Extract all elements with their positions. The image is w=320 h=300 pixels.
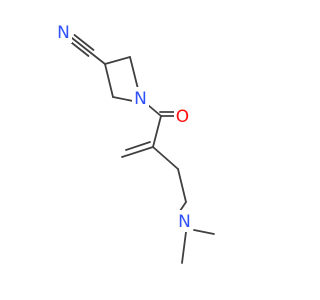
atom-label-nitrile-n: N (57, 23, 70, 43)
structure-canvas: N N O N (55, 21, 215, 264)
alkene-double-bond-1 (121, 146, 154, 158)
atom-label-ring-n: N (134, 89, 147, 109)
molecule-structure: N N O N (55, 21, 215, 264)
ring-bond-n1-c4 (112, 96, 134, 102)
carbonyl-to-alkene-bond (152, 115, 162, 148)
nitrile-triple-bond-1 (71, 37, 92, 54)
atom-label-backdrop-ring-n (132, 87, 149, 109)
n1-to-carbonyl-bond (147, 104, 162, 117)
ring-bond-c3-c2 (104, 56, 131, 65)
atom-label-backdrop-amine-n (176, 210, 193, 232)
nitrile-to-ring-bond (90, 52, 106, 65)
ring-bond-c4-c3 (104, 63, 114, 98)
alkene-to-chain-bond (152, 146, 179, 170)
nitrile-triple-bond-3 (73, 34, 95, 51)
n-methyl-bond-1 (181, 231, 187, 264)
atom-label-carbonyl-o: O (176, 107, 189, 127)
bond-layer (68, 34, 215, 264)
atom-label-backdrop-carbonyl-o (174, 105, 191, 127)
alkene-double-bond-3 (177, 168, 187, 203)
alkene-double-bond-2 (125, 141, 151, 151)
nitrile-triple-bond-2 (68, 40, 90, 57)
n-methyl-bond-2 (193, 229, 215, 235)
atom-label-layer: N N O N (55, 21, 193, 232)
atom-label-amine-n: N (178, 212, 191, 232)
atom-label-backdrop-nitrile-n (55, 21, 72, 43)
ring-bond-c2-n1 (129, 56, 139, 90)
